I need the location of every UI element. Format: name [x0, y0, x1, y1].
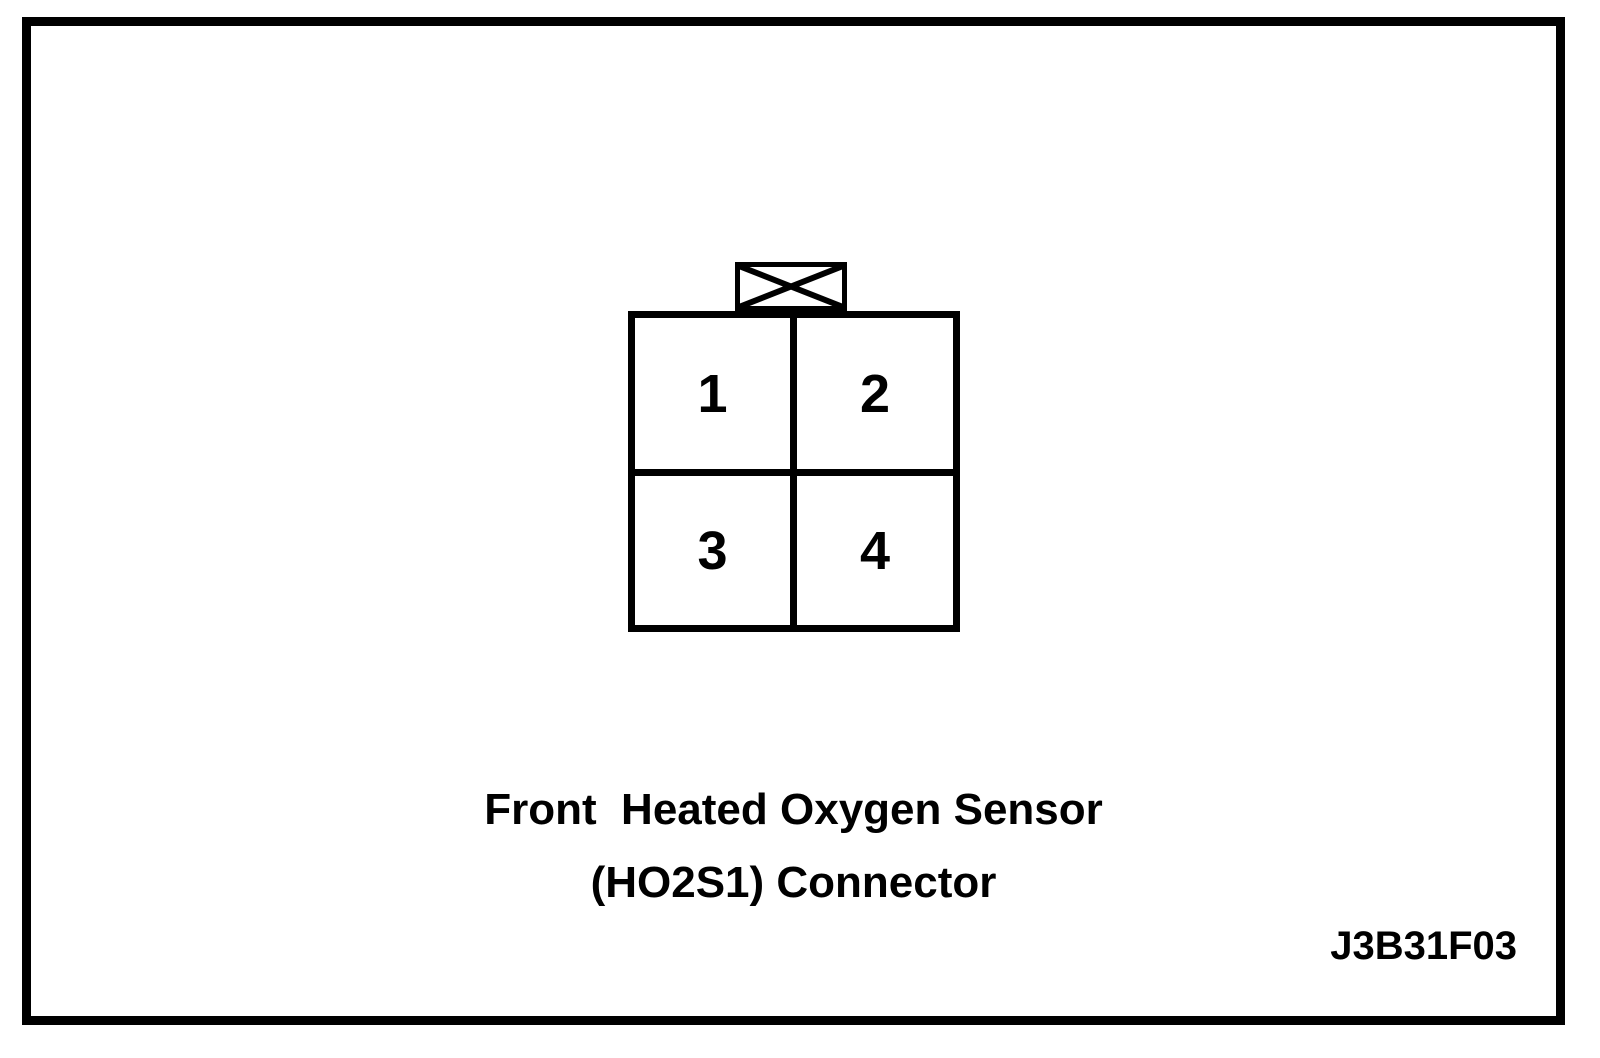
- figure-code: J3B31F03: [1330, 924, 1517, 968]
- figure-caption-line-2: (HO2S1) Connector: [590, 858, 997, 907]
- connector-pin-grid: 1 2 3 4: [628, 311, 960, 632]
- connector-pin-3: 3: [635, 476, 797, 625]
- figure-caption-line-1: Front Heated Oxygen Sensor: [484, 785, 1103, 834]
- connector-key-tab-icon: [735, 262, 847, 311]
- figure-border-frame: 1 2 3 4 Front Heated Oxygen Sensor (HO2S…: [22, 17, 1565, 1025]
- connector-pin-1: 1: [635, 318, 797, 476]
- connector-pin-4: 4: [859, 520, 891, 581]
- figure-caption: Front Heated Oxygen Sensor (HO2S1) Conne…: [31, 773, 1556, 919]
- connector-pin-2: 2: [797, 318, 953, 476]
